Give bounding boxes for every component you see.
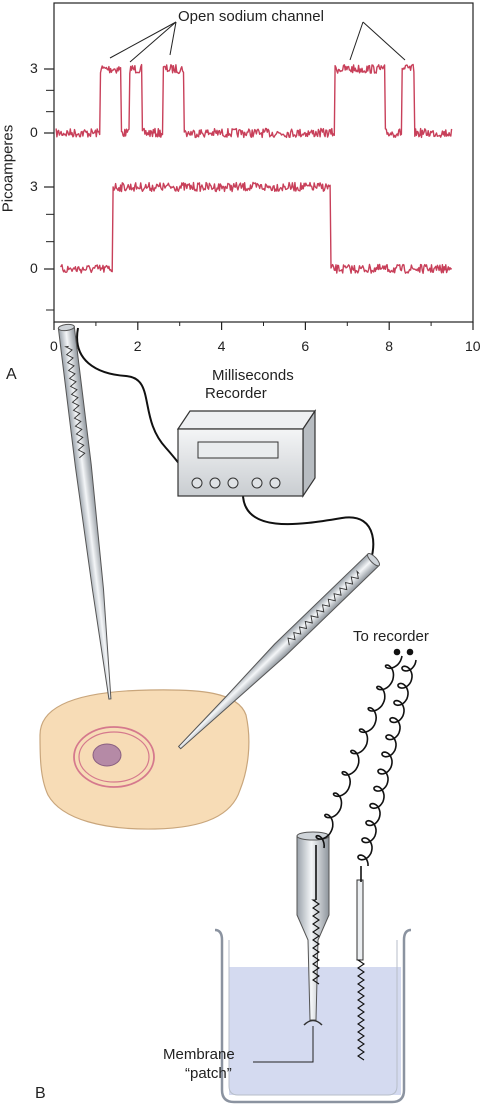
right-electrode-cable bbox=[241, 489, 375, 567]
left-micropipette bbox=[57, 323, 112, 700]
lead-wire-coil bbox=[315, 655, 403, 849]
cell-nucleus-envelope bbox=[73, 726, 155, 788]
x-tick-label: 0 bbox=[50, 338, 58, 354]
patch-label: “patch” bbox=[185, 1065, 232, 1082]
lead-wire-coil bbox=[357, 659, 417, 866]
x-tick-label: 6 bbox=[301, 338, 310, 354]
recorder-display bbox=[197, 441, 279, 459]
panel-label-a: A bbox=[6, 366, 17, 383]
y-axis-label: Picoamperes bbox=[0, 124, 17, 213]
x-tick-label: 8 bbox=[385, 338, 393, 354]
panel-label-b: B bbox=[35, 1085, 46, 1102]
x-axis bbox=[53, 322, 474, 330]
annotation-pointers bbox=[109, 21, 406, 63]
y-tick-label: 3 bbox=[30, 178, 38, 194]
annotation-pointer bbox=[169, 21, 177, 56]
x-tick-label: 10 bbox=[465, 338, 481, 354]
x-tick-label: 4 bbox=[217, 338, 226, 354]
y-tick-label: 0 bbox=[30, 260, 38, 276]
recorder-terminal bbox=[406, 648, 414, 656]
cell-recording-diagram bbox=[39, 323, 417, 1104]
membrane-pointer-line bbox=[253, 1026, 314, 1063]
recorder-terminal bbox=[393, 648, 401, 656]
cell-body bbox=[39, 689, 250, 830]
reference-electrode bbox=[356, 879, 365, 1061]
patch-pipette bbox=[296, 831, 330, 1026]
recorder-knob bbox=[227, 477, 239, 489]
recorder-top bbox=[176, 410, 317, 430]
cell-nucleus-envelope bbox=[78, 731, 150, 783]
recorder-knob bbox=[209, 477, 221, 489]
beaker-glass bbox=[214, 928, 412, 1104]
annotation-pointer bbox=[362, 21, 406, 61]
current-trace bbox=[55, 63, 453, 139]
membrane-patch bbox=[303, 1019, 323, 1026]
x-tick-label: 2 bbox=[133, 338, 142, 354]
y-tick-label: 0 bbox=[30, 124, 38, 140]
right-micropipette bbox=[177, 553, 380, 750]
beaker-glass-inner bbox=[228, 940, 398, 1096]
plot-frame bbox=[53, 2, 474, 323]
annotation-pointer bbox=[109, 21, 177, 59]
membrane-label: Membrane bbox=[163, 1046, 235, 1063]
cell-nucleolus bbox=[92, 743, 122, 767]
recorder-knob bbox=[191, 477, 203, 489]
recorder-label: Recorder bbox=[205, 385, 267, 402]
y-axis bbox=[44, 68, 54, 311]
recorder-device bbox=[176, 409, 317, 498]
x-axis-label: Milliseconds bbox=[212, 367, 294, 384]
recorder-knob bbox=[269, 477, 281, 489]
current-traces bbox=[55, 63, 453, 274]
recorder-knob bbox=[251, 477, 263, 489]
annotation-label: Open sodium channel bbox=[178, 8, 324, 25]
current-trace bbox=[60, 181, 453, 274]
annotation-pointer bbox=[349, 21, 364, 61]
patch-clamp-chart bbox=[44, 2, 474, 330]
to-recorder-label: To recorder bbox=[353, 628, 429, 645]
y-tick-label: 3 bbox=[30, 60, 38, 76]
annotation-pointer bbox=[129, 21, 177, 63]
